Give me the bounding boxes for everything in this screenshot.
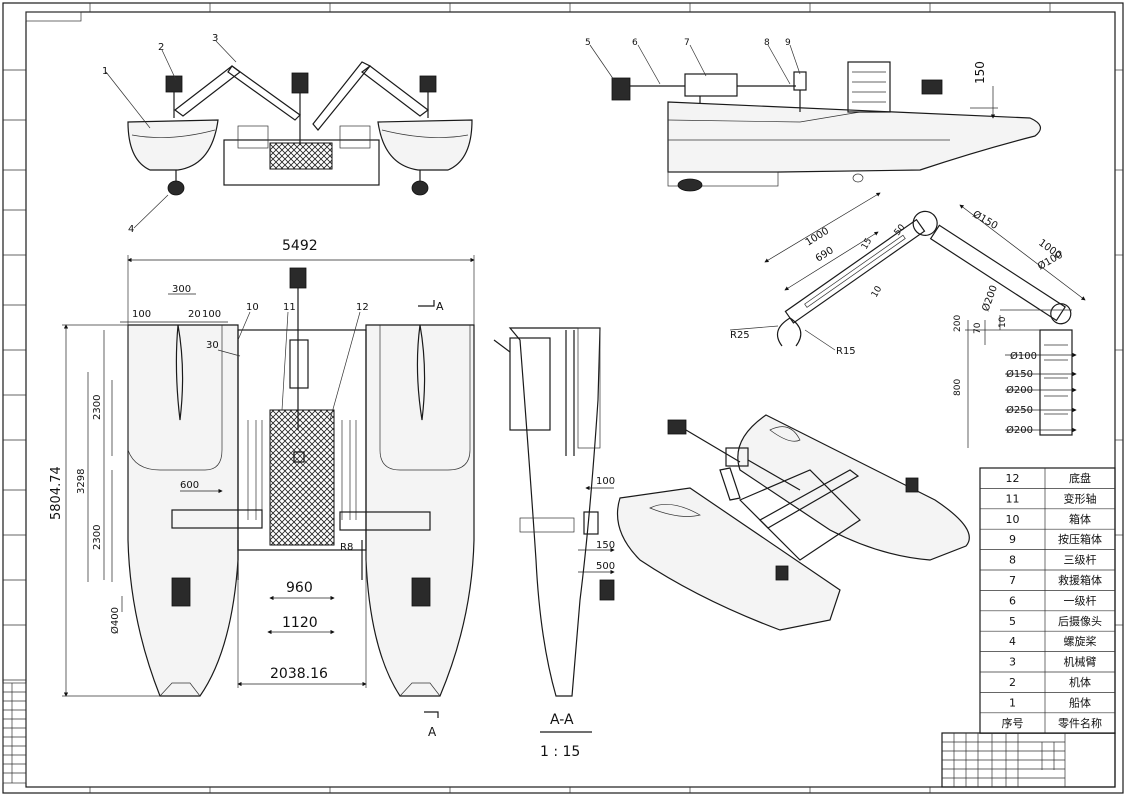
dim-3298: 3298 — [76, 469, 87, 494]
dim-100-a: 100 — [132, 309, 151, 320]
dim-5492: 5492 — [282, 238, 318, 254]
label-2: 2 — [158, 42, 164, 53]
dim-150-section: 150 — [596, 540, 615, 551]
parts-row-no: 3 — [1009, 656, 1016, 669]
section-scale: 1 : 15 — [540, 744, 580, 760]
dim-10: 10 — [870, 284, 885, 299]
title-block — [941, 732, 1116, 788]
label-12: 12 — [356, 302, 369, 313]
label-1: 1 — [102, 66, 108, 77]
dim-100-section: 100 — [596, 476, 615, 487]
section-mark-top: A — [436, 300, 444, 313]
dim-600: 600 — [180, 480, 199, 491]
dim-300: 300 — [172, 284, 191, 295]
label-10: 10 — [246, 302, 259, 313]
section-title: A-A — [550, 712, 574, 728]
parts-row-name: 箱体 — [1069, 512, 1091, 526]
dim-d150-box: Ø150 — [1006, 368, 1033, 380]
dim-15: 15 — [860, 237, 874, 252]
parts-row-name: 救援箱体 — [1058, 573, 1102, 587]
label-11: 11 — [283, 302, 296, 313]
dim-70: 70 — [973, 322, 983, 334]
dim-100-b: 100 — [202, 309, 221, 320]
dim-2038-16: 2038.16 — [270, 666, 328, 682]
box-detail: Ø100 Ø150 Ø200 Ø250 Ø200 200 70 10 800 — [953, 309, 1077, 448]
label-9: 9 — [785, 38, 791, 48]
parts-row-name: 机体 — [1069, 675, 1091, 689]
dim-50: 50 — [893, 223, 908, 238]
dim-800: 800 — [953, 379, 963, 396]
parts-row-name: 底盘 — [1069, 471, 1091, 485]
dim-d250-box: Ø250 — [1006, 404, 1033, 416]
dim-30: 30 — [206, 340, 219, 351]
section-view: 100 150 500 A-A 1 : 15 — [493, 327, 615, 760]
label-7: 7 — [684, 38, 690, 48]
dim-2300-a: 2300 — [92, 395, 103, 420]
dim-690: 690 — [814, 245, 836, 264]
side-view: 5 6 7 8 9 150 — [585, 38, 1041, 192]
parts-row-name: 后摄像头 — [1058, 614, 1102, 628]
isometric-view — [616, 414, 970, 631]
parts-row-no: 11 — [1006, 492, 1020, 505]
label-3: 3 — [212, 33, 218, 44]
label-8: 8 — [764, 38, 770, 48]
plan-view: 5492 300 100 20 100 30 10 11 12 A A 5804… — [49, 238, 475, 739]
dim-150: 150 — [973, 61, 987, 84]
dim-r8: R8 — [340, 542, 353, 553]
dim-1000-a: 1000 — [804, 226, 831, 249]
dim-r15: R15 — [836, 346, 856, 357]
parts-row-no: 9 — [1009, 533, 1016, 546]
dim-d200-box-b: Ø200 — [1006, 424, 1033, 436]
parts-row-no: 1 — [1009, 696, 1016, 709]
parts-row-name: 变形轴 — [1064, 491, 1097, 505]
parts-header-no: 序号 — [1002, 716, 1024, 730]
dim-2300-b: 2300 — [92, 525, 103, 550]
dim-d100-box: Ø100 — [1010, 350, 1037, 362]
dim-10-box: 10 — [998, 316, 1008, 328]
dim-d150-arm: Ø150 — [971, 208, 1000, 232]
dim-d200-arm: Ø200 — [980, 284, 1001, 313]
parts-row-name: 一级杆 — [1064, 593, 1097, 607]
parts-row-no: 6 — [1009, 594, 1016, 607]
parts-row-no: 12 — [1006, 472, 1020, 485]
section-mark-bottom: A — [428, 725, 437, 739]
parts-row-no: 10 — [1006, 513, 1020, 526]
parts-row-name: 螺旋桨 — [1064, 634, 1097, 648]
label-4: 4 — [128, 224, 134, 235]
parts-row-no: 2 — [1009, 676, 1016, 689]
parts-row-no: 4 — [1009, 635, 1016, 648]
dim-d200-box-a: Ø200 — [1006, 384, 1033, 396]
parts-row-no: 8 — [1009, 554, 1016, 567]
parts-row-name: 机械臂 — [1064, 655, 1097, 669]
parts-row-name: 三级杆 — [1064, 553, 1097, 567]
dim-1120: 1120 — [282, 615, 318, 631]
label-5: 5 — [585, 38, 591, 48]
front-view: 1 2 3 4 — [102, 33, 473, 235]
label-6: 6 — [632, 38, 638, 48]
parts-row-no: 7 — [1009, 574, 1016, 587]
dim-r25: R25 — [730, 330, 750, 341]
dim-5804-74: 5804.74 — [49, 466, 64, 520]
arm-detail: 1000 690 1000 15 50 10 Ø150 Ø100 Ø200 R2… — [729, 192, 1086, 357]
dim-960: 960 — [286, 580, 313, 596]
dim-200: 200 — [953, 315, 963, 332]
parts-header-name: 零件名称 — [1058, 716, 1102, 730]
parts-row-name: 船体 — [1069, 695, 1091, 709]
dim-d400: Ø400 — [109, 607, 121, 634]
dim-500-section: 500 — [596, 561, 615, 572]
parts-row-no: 5 — [1009, 615, 1016, 628]
parts-row-name: 按压箱体 — [1058, 532, 1102, 546]
dim-20: 20 — [188, 309, 201, 320]
